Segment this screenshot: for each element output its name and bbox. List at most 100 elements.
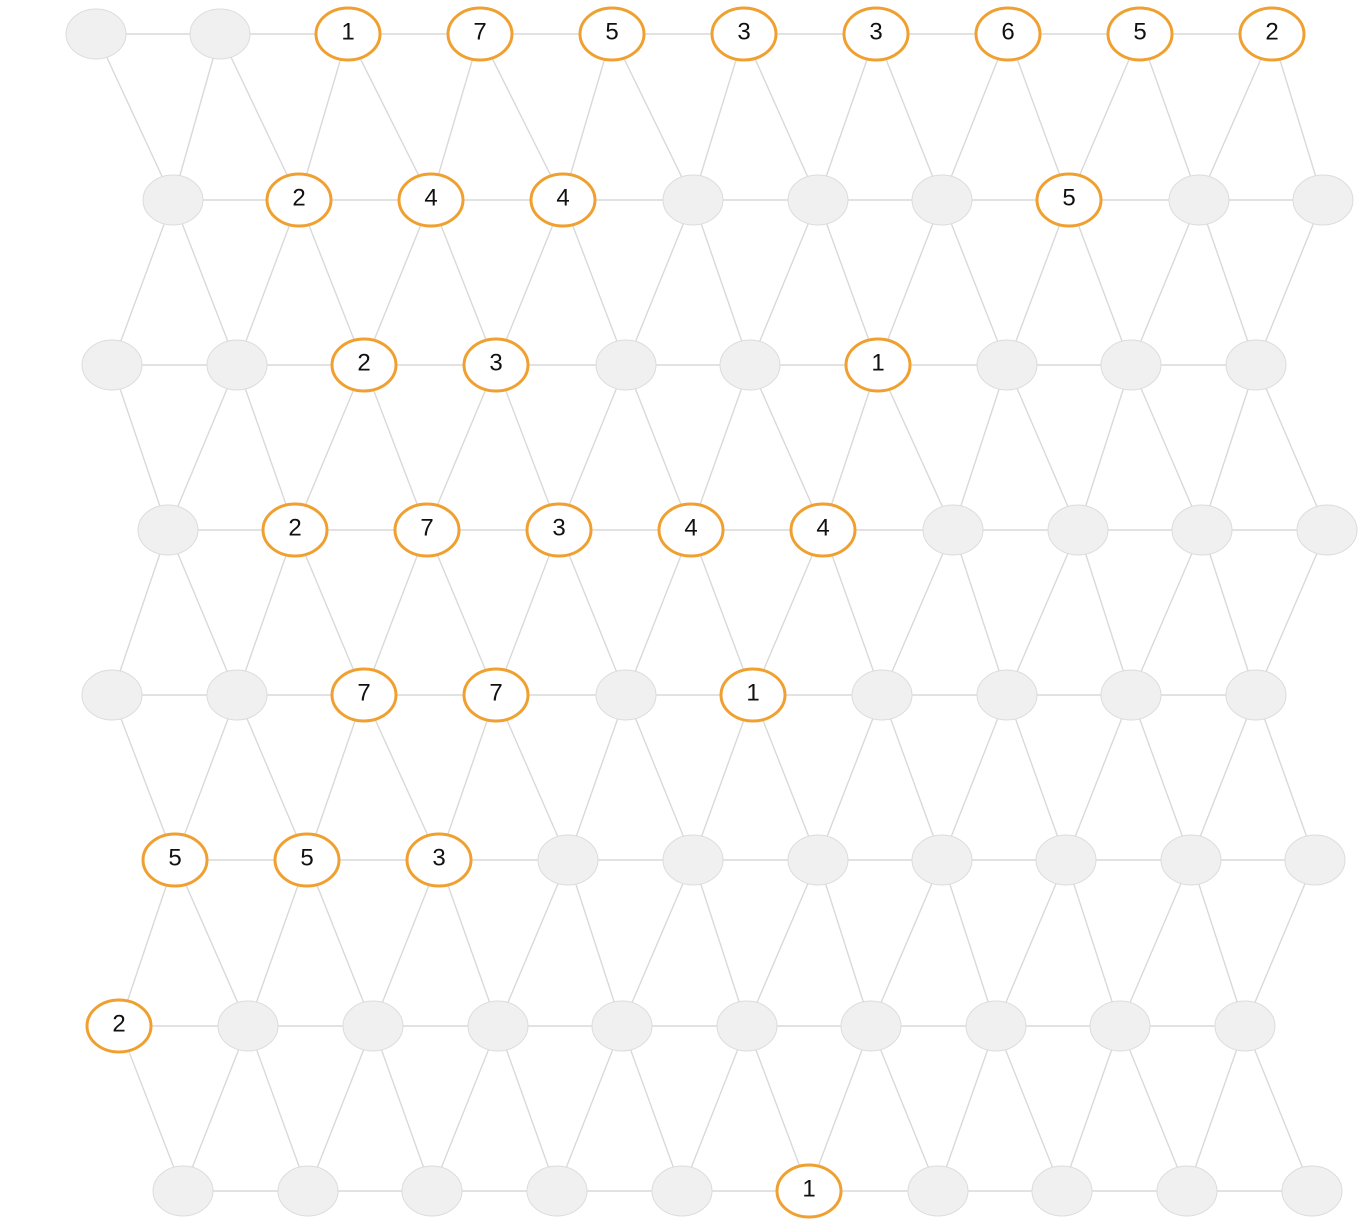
numbered-node: 7 bbox=[393, 502, 461, 558]
empty-node bbox=[342, 1000, 404, 1052]
graph-edge bbox=[1007, 33, 1070, 201]
node-label: 5 bbox=[300, 845, 313, 872]
node-label: 4 bbox=[424, 185, 437, 212]
node-label: 5 bbox=[605, 19, 618, 46]
empty-node bbox=[1225, 339, 1287, 391]
graph-edge bbox=[1255, 199, 1324, 366]
graph-edge bbox=[692, 859, 748, 1027]
empty-node-circle bbox=[787, 834, 849, 886]
graph-edge bbox=[306, 859, 374, 1027]
numbered-node-ring bbox=[525, 502, 593, 558]
graph-edge bbox=[877, 364, 954, 531]
graph-edge bbox=[118, 859, 176, 1027]
graph-edge bbox=[941, 199, 1008, 366]
numbered-node-ring bbox=[393, 502, 461, 558]
graph-edge bbox=[870, 859, 943, 1027]
empty-node bbox=[1225, 669, 1287, 721]
graph-edge bbox=[817, 33, 877, 201]
graph-edge bbox=[621, 859, 694, 1027]
empty-node bbox=[1100, 669, 1162, 721]
empty-node bbox=[1031, 1165, 1093, 1217]
node-label: 3 bbox=[869, 19, 882, 46]
empty-node bbox=[651, 1165, 713, 1217]
graph-edge bbox=[746, 859, 819, 1027]
graph-edge bbox=[1190, 859, 1246, 1027]
empty-node-circle bbox=[662, 174, 724, 226]
numbered-node: 1 bbox=[719, 667, 787, 723]
graph-edge bbox=[1244, 1025, 1313, 1192]
node-label: 2 bbox=[292, 185, 305, 212]
graph-edge bbox=[941, 694, 1008, 861]
graph-edge bbox=[625, 694, 694, 861]
empty-node-circle bbox=[1156, 1165, 1218, 1217]
graph-edge bbox=[430, 199, 497, 366]
empty-node bbox=[277, 1165, 339, 1217]
numbered-node-ring bbox=[141, 832, 209, 888]
graph-edge bbox=[118, 1025, 184, 1192]
graph-edge bbox=[1130, 529, 1203, 696]
empty-node bbox=[81, 669, 143, 721]
empty-node bbox=[662, 174, 724, 226]
graph-edge bbox=[236, 199, 300, 366]
graph-edge bbox=[497, 1025, 558, 1192]
graph-edge bbox=[363, 529, 428, 696]
empty-node-circle bbox=[1089, 1000, 1151, 1052]
numbered-node: 7 bbox=[330, 667, 398, 723]
graph-edge bbox=[567, 694, 627, 861]
numbered-node: 6 bbox=[974, 6, 1042, 62]
graph-edge bbox=[625, 364, 692, 531]
empty-node-circle bbox=[277, 1165, 339, 1217]
empty-node bbox=[976, 339, 1038, 391]
numbered-node: 2 bbox=[265, 172, 333, 228]
graph-edge bbox=[995, 1025, 1063, 1192]
graph-edge bbox=[236, 364, 296, 531]
graph-edge bbox=[1190, 694, 1257, 861]
empty-node bbox=[1100, 339, 1162, 391]
graph-edge bbox=[363, 364, 428, 531]
graph-edge bbox=[111, 364, 169, 531]
empty-node-circle bbox=[1171, 504, 1233, 556]
node-label: 2 bbox=[357, 350, 370, 377]
empty-node bbox=[1171, 504, 1233, 556]
graph-edge bbox=[1255, 529, 1328, 696]
graph-edge bbox=[1119, 859, 1192, 1027]
numbered-node: 1 bbox=[314, 6, 382, 62]
empty-node bbox=[662, 834, 724, 886]
graph-edge bbox=[749, 364, 824, 531]
graph-edge bbox=[294, 529, 365, 696]
empty-node-circle bbox=[217, 1000, 279, 1052]
graph-edge bbox=[495, 694, 569, 861]
graph-edge bbox=[95, 33, 174, 201]
empty-node-circle bbox=[1047, 504, 1109, 556]
numbered-node-ring bbox=[330, 337, 398, 393]
graph-edge bbox=[1271, 33, 1324, 201]
graph-edge bbox=[247, 1025, 309, 1192]
node-label: 1 bbox=[871, 350, 884, 377]
numbered-node-ring bbox=[974, 6, 1042, 62]
empty-node-circle bbox=[907, 1165, 969, 1217]
graph-edge bbox=[681, 1025, 748, 1192]
node-label: 7 bbox=[420, 515, 433, 542]
empty-node-circle bbox=[1214, 1000, 1276, 1052]
graph-edge bbox=[746, 1025, 810, 1192]
empty-node bbox=[81, 339, 143, 391]
empty-node bbox=[1281, 1165, 1343, 1217]
graph-edge bbox=[298, 199, 365, 366]
node-label: 5 bbox=[1133, 19, 1146, 46]
empty-node bbox=[719, 339, 781, 391]
graph-edge bbox=[1255, 694, 1316, 861]
graph-edge bbox=[438, 694, 497, 861]
graph-edge bbox=[822, 364, 879, 531]
empty-node bbox=[401, 1165, 463, 1217]
empty-node-circle bbox=[342, 1000, 404, 1052]
empty-node-circle bbox=[1296, 504, 1358, 556]
graph-edge bbox=[1077, 529, 1132, 696]
empty-node-circle bbox=[152, 1165, 214, 1217]
graph-edge bbox=[247, 859, 308, 1027]
empty-node-circle bbox=[716, 1000, 778, 1052]
graph-edge bbox=[752, 529, 824, 696]
graph-edge bbox=[372, 1025, 433, 1192]
graph-edge bbox=[817, 694, 883, 861]
numbered-node: 3 bbox=[710, 6, 778, 62]
graph-edge bbox=[1006, 199, 1070, 366]
